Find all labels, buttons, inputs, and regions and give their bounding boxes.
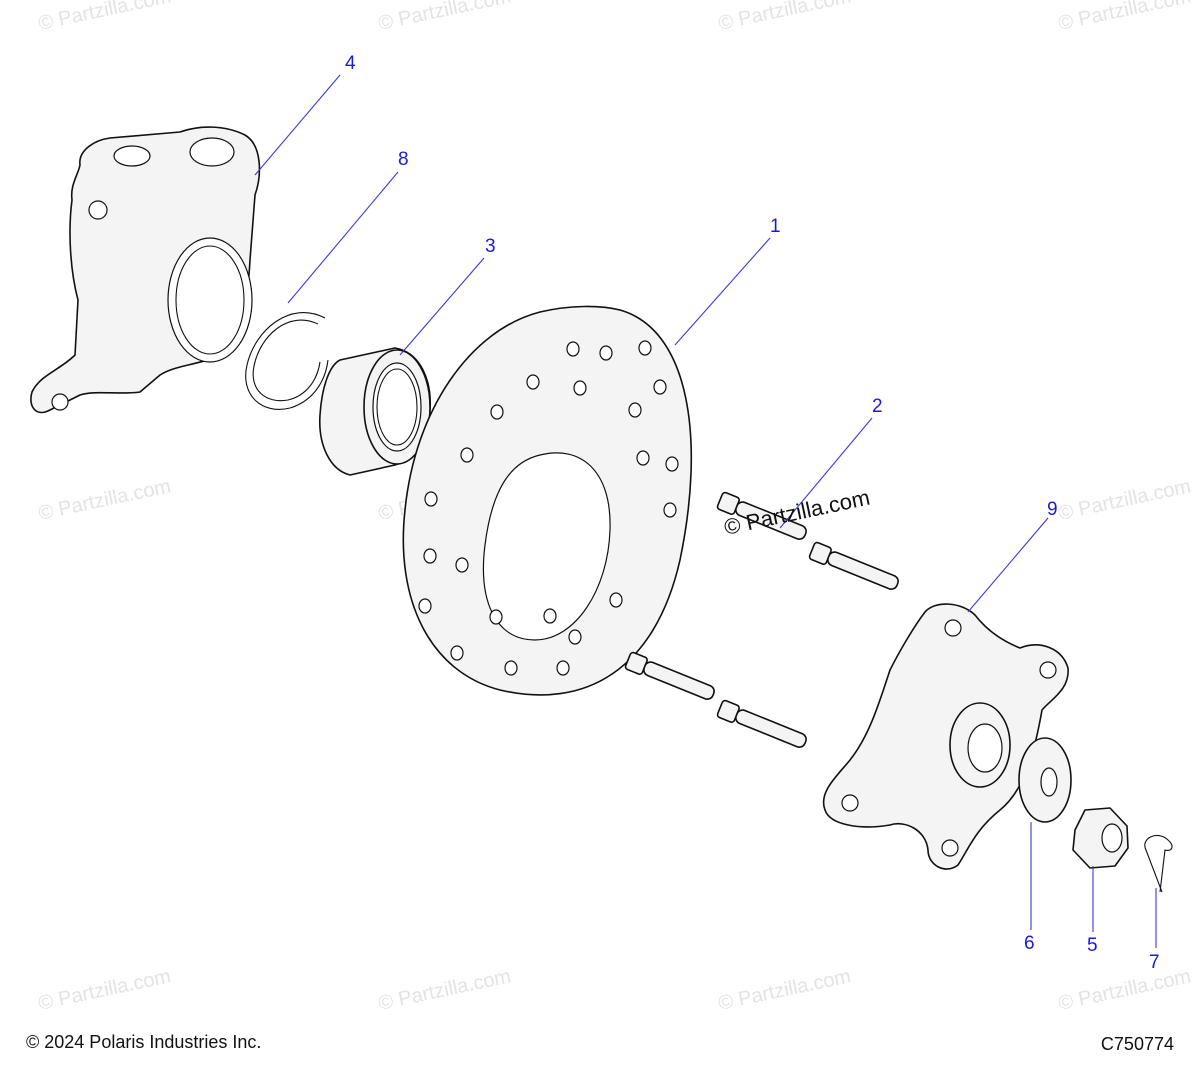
part-snap-ring	[245, 312, 329, 410]
watermark: © Partzilla.com	[716, 0, 852, 35]
callout-5: 5	[1087, 935, 1098, 956]
part-brake-disc	[402, 305, 693, 696]
part-studs	[624, 491, 899, 748]
callout-2: 2	[872, 396, 883, 417]
watermark: © Partzilla.com	[36, 965, 172, 1015]
watermark: © Partzilla.com	[716, 965, 852, 1015]
watermark: © Partzilla.com	[1056, 0, 1192, 35]
callout-7: 7	[1149, 952, 1160, 973]
diagram-id: C750774	[1100, 1034, 1174, 1054]
callout-3: 3	[485, 236, 496, 257]
callout-1: 1	[770, 216, 781, 237]
callout-6: 6	[1024, 933, 1035, 954]
watermark: © Partzilla.com	[1056, 965, 1192, 1015]
part-castle-nut	[1072, 807, 1129, 869]
part-knuckle	[30, 126, 261, 414]
part-bearing	[319, 347, 431, 476]
watermark: © Partzilla.com	[376, 965, 512, 1015]
part-washer	[1018, 737, 1072, 823]
watermark: © Partzilla.com	[376, 0, 512, 35]
watermark: © Partzilla.com	[1056, 475, 1192, 525]
copyright-text: © 2024 Polaris Industries Inc.	[26, 1032, 262, 1052]
callout-4: 4	[345, 53, 356, 74]
watermark: © Partzilla.com	[36, 475, 172, 525]
watermark: © Partzilla.com	[36, 0, 172, 35]
disc-holes	[418, 340, 679, 676]
stud	[716, 699, 807, 748]
part-hub	[822, 603, 1069, 870]
stud	[716, 491, 807, 540]
callout-labels: 4 8 3 1 2 9 6 5 7	[345, 53, 1160, 973]
leader-lines	[254, 74, 1157, 948]
stud	[808, 541, 899, 590]
stud	[624, 651, 715, 700]
callout-9: 9	[1047, 499, 1058, 520]
callout-8: 8	[398, 149, 409, 170]
part-cotter-pin	[1144, 835, 1173, 893]
